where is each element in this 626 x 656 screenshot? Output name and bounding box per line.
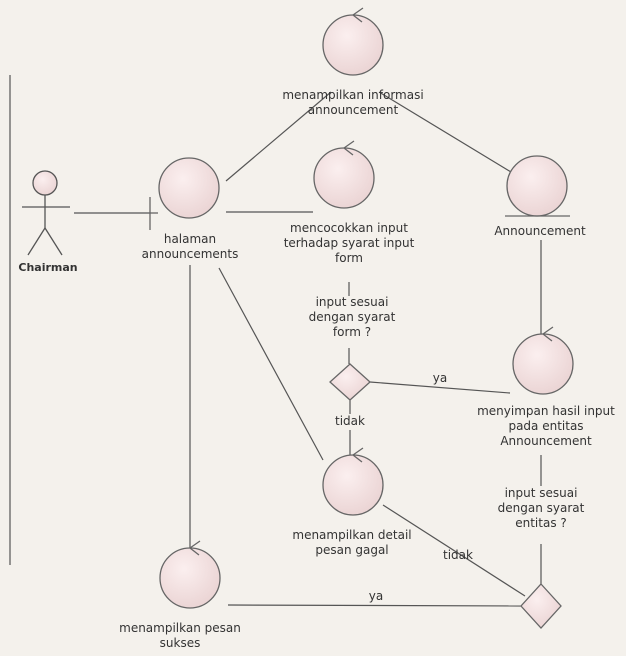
edge-halaman-gagal bbox=[218, 267, 324, 461]
cek-form-line-3: form ? bbox=[333, 325, 371, 339]
menampilkan-sukses-line-2: sukses bbox=[160, 636, 201, 650]
edge-informasi-announcement bbox=[378, 91, 512, 173]
menampilkan-informasi-line-2: announcement bbox=[308, 103, 399, 117]
decision-form-diamond[interactable] bbox=[329, 363, 371, 401]
connections bbox=[74, 91, 542, 607]
edge-diamond1-menyimpan bbox=[369, 381, 511, 394]
announcement-entity-line-1: Announcement bbox=[494, 224, 586, 238]
edge-label-ya-1: ya bbox=[433, 371, 447, 385]
menampilkan-gagal-line-1: menampilkan detail bbox=[292, 528, 411, 542]
edge-gagal-diamond2 bbox=[382, 504, 526, 597]
halaman-announcements-line-1: halaman bbox=[164, 232, 216, 246]
announcement-entity-label: Announcement bbox=[494, 224, 586, 238]
edge-sukses-diamond2 bbox=[227, 604, 526, 607]
edge-label-ya-2: ya bbox=[369, 589, 383, 603]
actor-chairman-label: Chairman bbox=[18, 261, 77, 274]
cek-entitas-line-1: input sesuai bbox=[505, 486, 578, 500]
entity-announcement[interactable] bbox=[505, 155, 570, 217]
menyimpan-hasil-line-2: pada entitas bbox=[508, 419, 583, 433]
control-mencocokkan-input[interactable] bbox=[313, 140, 375, 209]
cek-entitas-line-2: dengan syarat bbox=[498, 501, 585, 515]
menampilkan-sukses-line-1: menampilkan pesan bbox=[119, 621, 241, 635]
menampilkan-gagal-line-2: pesan gagal bbox=[315, 543, 388, 557]
edge-label-tidak-1: tidak bbox=[335, 414, 365, 428]
actor-chairman[interactable] bbox=[22, 170, 70, 256]
mencocokkan-input-line-1: mencocokkan input bbox=[290, 221, 408, 235]
edge-halaman-informasi bbox=[225, 91, 332, 182]
cek-form-line-2: dengan syarat bbox=[309, 310, 396, 324]
cek-form-line-1: input sesuai bbox=[316, 295, 389, 309]
control-menampilkan-informasi[interactable] bbox=[322, 7, 384, 76]
menyimpan-hasil-line-3: Announcement bbox=[500, 434, 592, 448]
control-menampilkan-gagal[interactable] bbox=[322, 447, 384, 516]
boundary-halaman-announcements[interactable] bbox=[149, 157, 220, 230]
halaman-announcements-line-2: announcements bbox=[142, 247, 239, 261]
decision-entitas-diamond[interactable] bbox=[520, 583, 562, 629]
control-menyimpan-hasil[interactable] bbox=[512, 326, 574, 395]
edge-label-tidak-2: tidak bbox=[443, 548, 473, 562]
cek-entitas-line-3: entitas ? bbox=[515, 516, 567, 530]
control-menampilkan-sukses[interactable] bbox=[159, 540, 221, 609]
mencocokkan-input-line-2: terhadap syarat input bbox=[284, 236, 415, 250]
menyimpan-hasil-line-1: menyimpan hasil input bbox=[477, 404, 615, 418]
menampilkan-informasi-line-1: menampilkan informasi bbox=[282, 88, 423, 102]
mencocokkan-input-line-3: form bbox=[335, 251, 363, 265]
